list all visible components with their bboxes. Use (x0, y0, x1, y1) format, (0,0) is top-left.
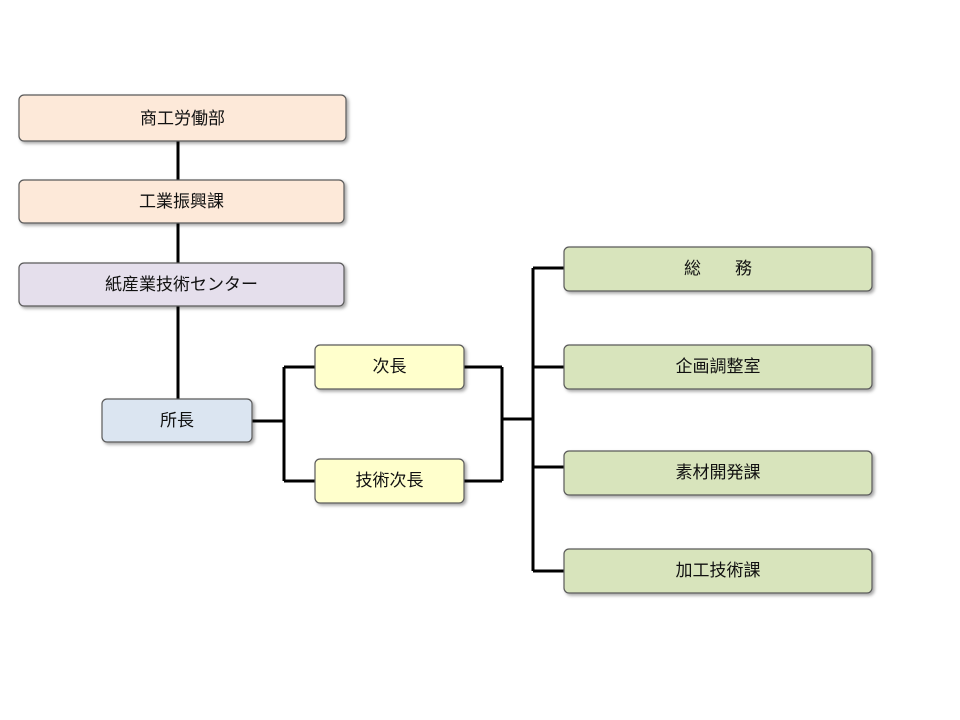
node-box (314, 458, 465, 504)
node-director: 所長 (101, 398, 253, 443)
node-planning-office: 企画調整室 (563, 344, 873, 390)
node-box (18, 179, 345, 224)
node-label: 所長 (160, 411, 194, 431)
node-box (563, 450, 873, 496)
node-processing-technology-division: 加工技術課 (563, 548, 873, 594)
node-deputy-director: 次長 (314, 344, 465, 390)
node-label: 紙産業技術センター (105, 275, 258, 295)
node-paper-tech-center: 紙産業技術センター (18, 262, 345, 307)
node-label: 工業振興課 (139, 192, 224, 212)
node-technical-deputy-director: 技術次長 (314, 458, 465, 504)
node-general-affairs: 総 務 (563, 246, 873, 292)
node-label: 加工技術課 (676, 561, 761, 581)
node-label: 技術次長 (356, 471, 424, 491)
node-box (18, 262, 345, 307)
node-box (314, 344, 465, 390)
node-label: 総 務 (684, 259, 752, 279)
node-label: 企画調整室 (676, 357, 761, 377)
node-commerce-labor-dept: 商工労働部 (18, 94, 347, 142)
node-box (563, 548, 873, 594)
node-label: 次長 (373, 357, 407, 377)
node-label: 素材開発課 (676, 463, 761, 483)
node-materials-development-division: 素材開発課 (563, 450, 873, 496)
connectors (176, 141, 564, 573)
node-box (18, 94, 347, 142)
node-box (563, 246, 873, 292)
node-box (101, 398, 253, 443)
node-box (563, 344, 873, 390)
node-label: 商工労働部 (140, 109, 225, 129)
node-industry-promotion-division: 工業振興課 (18, 179, 345, 224)
